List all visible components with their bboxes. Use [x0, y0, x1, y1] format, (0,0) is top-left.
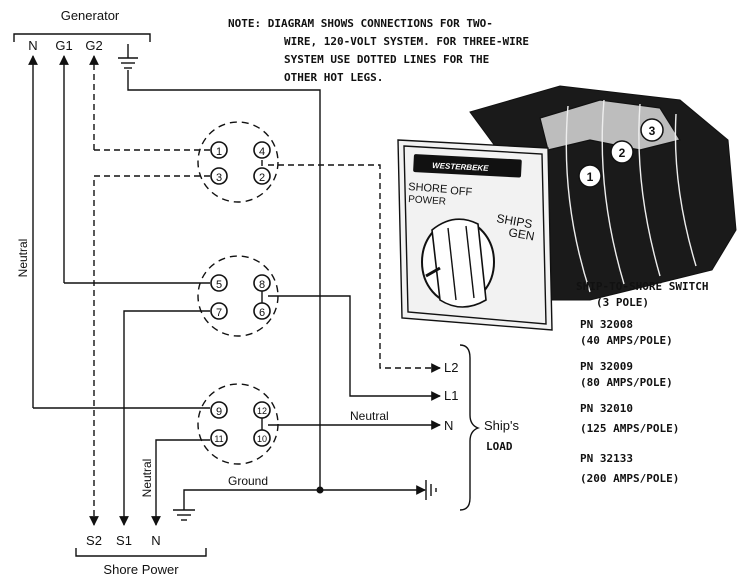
shore-terminal-s2: S2	[86, 533, 102, 548]
generator-terminal-g2: G2	[85, 38, 102, 53]
load-output-n: N	[444, 418, 453, 433]
switch-deck-number-3: 3	[640, 118, 664, 142]
face-label-shore: SHORE	[408, 181, 448, 196]
terminal-8-label: 8	[259, 279, 265, 291]
shore-ground-icon	[173, 489, 320, 521]
terminal-7-label: 7	[216, 307, 222, 319]
svg-text:1: 1	[587, 170, 594, 184]
model-rating-4: (200 AMPS/POLE)	[580, 472, 679, 485]
model-rating-3: (125 AMPS/POLE)	[580, 422, 679, 435]
model-rating-1: (40 AMPS/POLE)	[580, 334, 673, 347]
terminal-2-label: 2	[259, 172, 265, 184]
terminal-11	[210, 429, 228, 447]
model-pn-4: PN 32133	[580, 452, 633, 465]
terminal-5	[210, 274, 228, 292]
terminal-6-label: 6	[259, 307, 265, 319]
generator-bracket	[13, 33, 151, 42]
terminal-12	[253, 401, 271, 419]
generator-terminal-g1: G1	[55, 38, 72, 53]
load-output-l1: L1	[444, 388, 458, 403]
switch-info: SHIP-TO-SHORE SWITCH (3 POLE) PN 32008 (…	[576, 280, 708, 485]
terminal-3	[210, 167, 228, 185]
terminal-3-label: 3	[216, 172, 222, 184]
load-bracket	[459, 344, 480, 511]
brand-badge	[413, 154, 522, 178]
terminal-9	[210, 401, 228, 419]
switch-deck-number-1: 1	[578, 164, 602, 188]
wire-s2	[89, 175, 210, 526]
face-label-power: POWER	[408, 194, 446, 208]
wire-ground-main	[127, 70, 321, 490]
model-pn-1: PN 32008	[580, 318, 633, 331]
model-pn-2: PN 32009	[580, 360, 633, 373]
rotary-knob-icon	[421, 218, 495, 308]
face-label-off: OFF	[450, 185, 473, 199]
terminal-4-label: 4	[259, 146, 265, 158]
note-block: NOTE: DIAGRAM SHOWS CONNECTIONS FOR TWO-…	[228, 17, 529, 84]
switch-info-title: SHIP-TO-SHORE SWITCH	[576, 280, 708, 293]
wire-s1	[119, 310, 210, 526]
note-line-3: SYSTEM USE DOTTED LINES FOR THE	[284, 53, 489, 66]
switch-info-subtitle: (3 POLE)	[596, 296, 649, 309]
face-label-ships: SHIPS	[495, 211, 533, 231]
switch-deck-2: 5 8 7 6	[197, 255, 279, 337]
brand-label: WESTERBEKE	[432, 161, 490, 173]
terminal-10-label: 10	[257, 434, 267, 444]
shore-bracket	[75, 548, 207, 557]
generator-ground-icon	[118, 44, 138, 69]
switch-deck-number-2: 2	[610, 140, 634, 164]
terminal-5-label: 5	[216, 279, 222, 291]
load-label-line1: Ship's	[484, 418, 520, 433]
wire-shore-neutral	[151, 439, 210, 526]
shore-terminal-n: N	[151, 533, 160, 548]
terminal-1	[210, 141, 228, 159]
terminal-11-label: 11	[214, 434, 223, 444]
terminal-7	[210, 302, 228, 320]
shore-power-label: Shore Power	[103, 562, 179, 577]
terminal-10	[253, 429, 271, 447]
note-line-2: WIRE, 120-VOLT SYSTEM. FOR THREE-WIRE	[284, 35, 529, 48]
model-pn-3: PN 32010	[580, 402, 633, 415]
neutral-shore-label: Neutral	[140, 459, 154, 498]
terminal-4	[253, 141, 271, 159]
terminal-2	[253, 167, 271, 185]
svg-text:3: 3	[649, 124, 656, 138]
terminal-12-label: 12	[257, 406, 267, 416]
switch-deck-1: 1 4 3 2	[197, 121, 279, 203]
terminal-1-label: 1	[216, 146, 222, 158]
load-label-line2: LOAD	[486, 440, 513, 453]
wire-l1	[268, 295, 441, 401]
load-output-l2: L2	[444, 360, 458, 375]
switch-deck-3: 9 12 11 10	[197, 383, 279, 465]
switch-rings	[565, 99, 697, 293]
terminal-6	[253, 302, 271, 320]
neutral-left-label: Neutral	[16, 239, 30, 278]
wire-l2	[268, 164, 441, 373]
model-rating-2: (80 AMPS/POLE)	[580, 376, 673, 389]
svg-text:2: 2	[619, 146, 626, 160]
neutral-load-label: Neutral	[350, 409, 389, 423]
generator-label: Generator	[61, 8, 120, 23]
terminal-8	[253, 274, 271, 292]
ground-label: Ground	[228, 474, 268, 488]
generator-terminal-n: N	[28, 38, 37, 53]
terminal-9-label: 9	[216, 406, 222, 418]
note-line-4: OTHER HOT LEGS.	[284, 71, 383, 84]
face-label-gen: GEN	[507, 225, 535, 243]
shore-terminal-s1: S1	[116, 533, 132, 548]
note-line-1: NOTE: DIAGRAM SHOWS CONNECTIONS FOR TWO-	[228, 17, 493, 30]
load-ground-icon	[425, 480, 437, 500]
switch-illustration: 1 2 3 WESTERBEKE SHORE POWER OFF SHIPS G…	[397, 85, 737, 331]
